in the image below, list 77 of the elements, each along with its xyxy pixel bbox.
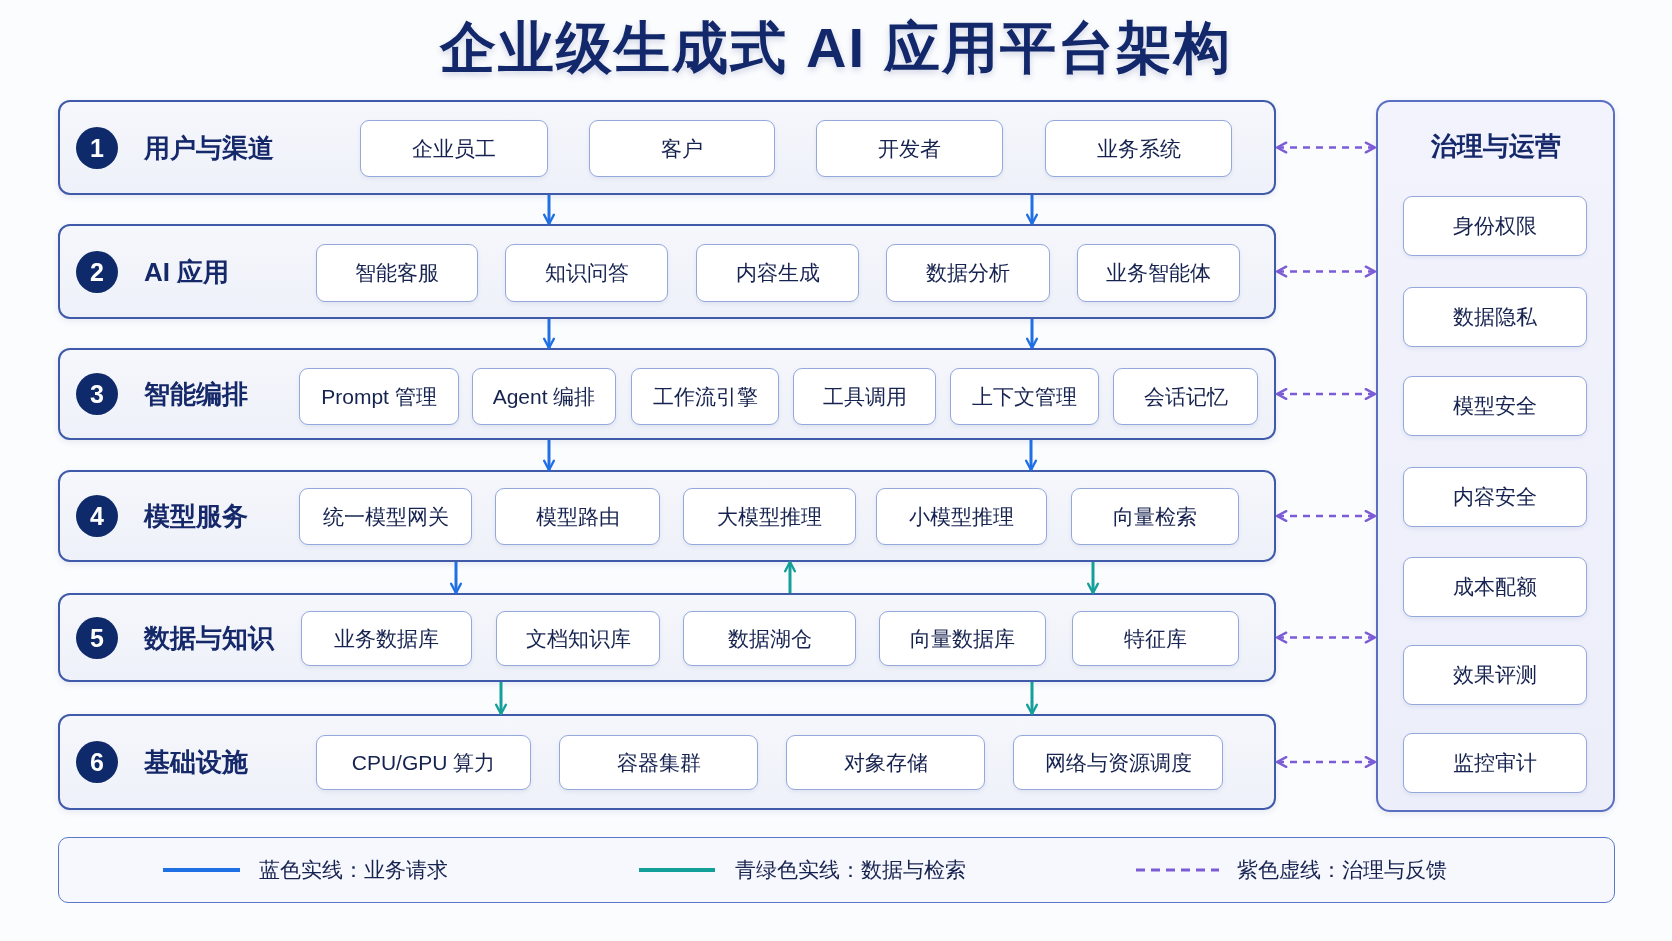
step-number: 1 — [76, 126, 118, 169]
arrow — [494, 682, 508, 716]
component-box: 效果评测 — [1403, 645, 1587, 705]
legend-label: 蓝色实线：业务请求 — [258, 856, 448, 883]
layer-panel — [58, 593, 1276, 682]
component-box: 知识问答 — [505, 244, 668, 302]
component-box: 业务数据库 — [301, 611, 472, 666]
component-box: 业务系统 — [1045, 120, 1232, 177]
component-box: 工具调用 — [793, 368, 936, 425]
component-box: 小模型推理 — [876, 488, 1047, 545]
panel-title: 治理与运营 — [1430, 130, 1561, 162]
step-number: 2 — [76, 250, 118, 293]
component-box: 特征库 — [1072, 611, 1239, 666]
layer-panel — [58, 470, 1276, 562]
component-box: 文档知识库 — [496, 611, 660, 666]
arrow — [783, 560, 797, 593]
layer-panel — [58, 714, 1276, 810]
arrow — [542, 319, 556, 350]
layer-title: AI 应用 — [144, 255, 230, 288]
component-box: 数据分析 — [886, 244, 1050, 302]
arrow — [1086, 562, 1100, 595]
component-box: 监控审计 — [1403, 733, 1587, 793]
component-box: 数据隐私 — [1403, 287, 1587, 347]
component-box: 统一模型网关 — [299, 488, 472, 545]
step-number: 3 — [76, 373, 118, 415]
double-headed-arrow — [1275, 265, 1377, 278]
component-box: 企业员工 — [360, 120, 548, 177]
layer-title: 基础设施 — [144, 746, 248, 778]
component-box: 容器集群 — [559, 735, 758, 790]
component-box: 向量数据库 — [879, 611, 1046, 666]
arrow — [1025, 319, 1039, 350]
diagram-title: 企业级生成式 AI 应用平台架构 — [440, 15, 1232, 81]
component-box: 客户 — [589, 120, 775, 177]
component-box: 身份权限 — [1403, 196, 1587, 256]
double-headed-arrow — [1275, 631, 1377, 644]
double-headed-arrow — [1275, 755, 1377, 769]
arrow — [449, 562, 463, 595]
component-box: 数据湖仓 — [683, 611, 856, 666]
component-box: 开发者 — [816, 120, 1003, 177]
layer-title: 用户与渠道 — [144, 131, 274, 164]
arrow — [1025, 195, 1039, 226]
component-box: 业务智能体 — [1077, 244, 1240, 302]
arrow — [542, 195, 556, 226]
component-box: 向量检索 — [1071, 488, 1239, 545]
component-box: 网络与资源调度 — [1013, 735, 1223, 790]
arrow — [1025, 682, 1039, 716]
legend-label: 青绿色实线：数据与检索 — [734, 856, 966, 883]
governance-panel — [1376, 100, 1615, 812]
component-box: 成本配额 — [1403, 557, 1587, 617]
layer-panel — [58, 224, 1276, 319]
double-headed-arrow — [1275, 509, 1377, 523]
component-box: 模型安全 — [1403, 376, 1587, 436]
component-box: 内容安全 — [1403, 467, 1587, 527]
layer-title: 数据与知识 — [144, 621, 274, 654]
layer-title: 模型服务 — [144, 500, 248, 532]
component-box: 大模型推理 — [683, 488, 856, 545]
component-box: 上下文管理 — [950, 368, 1099, 425]
step-number: 4 — [76, 495, 118, 537]
double-headed-arrow — [1275, 141, 1377, 154]
arrow — [542, 440, 556, 472]
double-headed-arrow — [1275, 387, 1377, 401]
component-box: 智能客服 — [316, 244, 478, 302]
layer-panel — [58, 100, 1276, 195]
component-box: 对象存储 — [786, 735, 985, 790]
component-box: 模型路由 — [495, 488, 660, 545]
component-box: Prompt 管理 — [299, 368, 459, 425]
step-number: 6 — [76, 741, 118, 783]
step-number: 5 — [76, 616, 118, 659]
component-box: 会话记忆 — [1113, 368, 1258, 425]
legend-label: 紫色虚线：治理与反馈 — [1236, 856, 1447, 883]
layer-panel — [58, 348, 1276, 440]
component-box: 内容生成 — [696, 244, 859, 302]
layer-title: 智能编排 — [144, 378, 248, 410]
component-box: Agent 编排 — [472, 368, 616, 425]
component-box: 工作流引擎 — [631, 368, 779, 425]
component-box: CPU/GPU 算力 — [316, 735, 531, 790]
arrow — [1024, 440, 1038, 472]
